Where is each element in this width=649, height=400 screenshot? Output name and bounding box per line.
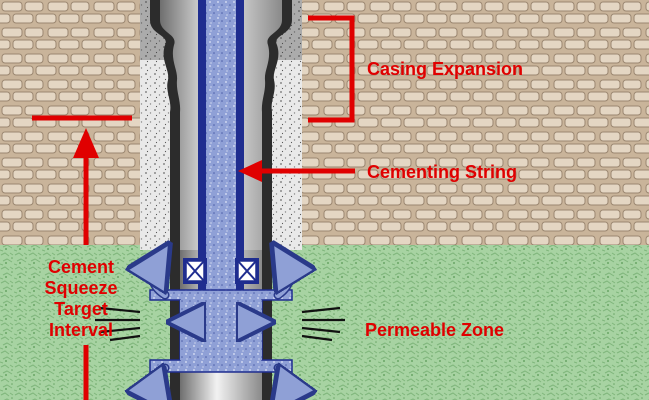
casing-expansion-bracket <box>308 15 355 123</box>
target-interval-label-line4: Interval <box>49 320 113 340</box>
target-interval-marker <box>32 115 132 400</box>
permeable-zone-label: Permeable Zone <box>365 320 504 340</box>
packer-x-icon <box>237 260 257 282</box>
packer-x-icon <box>185 260 205 282</box>
casing-expansion-label: Casing Expansion <box>367 59 523 79</box>
cementing-string-label: Cementing String <box>367 162 517 182</box>
target-interval-label-line1: Cement <box>48 257 114 277</box>
cementing-string-arrow <box>238 160 355 182</box>
target-interval-label-line3: Target <box>54 299 108 319</box>
cement-slurry-zone <box>95 262 345 400</box>
permeable-formation <box>0 245 649 400</box>
target-interval-label-line2: Squeeze <box>44 278 117 298</box>
